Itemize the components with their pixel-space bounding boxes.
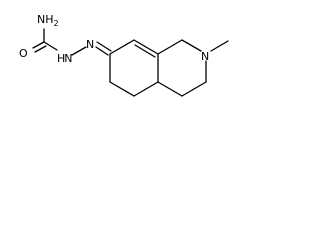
bond-c4a-c5 — [133, 81, 159, 97]
bond-c5-c6 — [109, 81, 135, 97]
bond-n2-methyl — [210, 40, 229, 52]
bond-c3-c4 — [181, 81, 207, 97]
bond-c7-c8 — [109, 39, 135, 55]
bond-nh-n — [71, 46, 87, 56]
atom-labels: NH2 O HN N N — [19, 13, 209, 65]
atom-label-nh: HN — [57, 52, 73, 65]
bond-c8a-c1 — [157, 39, 183, 55]
atom-label-imine-nitrogen: N — [86, 38, 94, 51]
bond-carbonyl-c-o — [32, 41, 45, 49]
bonds — [32, 28, 229, 97]
bond-carbonyl-c-o-double — [34, 45, 47, 53]
bond-n-c7 — [95, 46, 109, 56]
structure-diagram: NH2 O HN N N — [19, 13, 229, 97]
atom-label-nh2: NH2 — [37, 13, 59, 28]
atom-label-ring-nitrogen: N — [201, 50, 209, 63]
bond-c1-n2 — [181, 39, 202, 52]
bond-n-c7-double — [96, 41, 112, 52]
atom-label-oxygen: O — [19, 47, 28, 60]
bond-c4-c4a — [157, 81, 183, 97]
bond-carbonyl-c-nh — [43, 41, 58, 51]
bond-c8-c8a-double — [133, 39, 159, 55]
bond-c8-c8a-inner — [134, 44, 156, 58]
